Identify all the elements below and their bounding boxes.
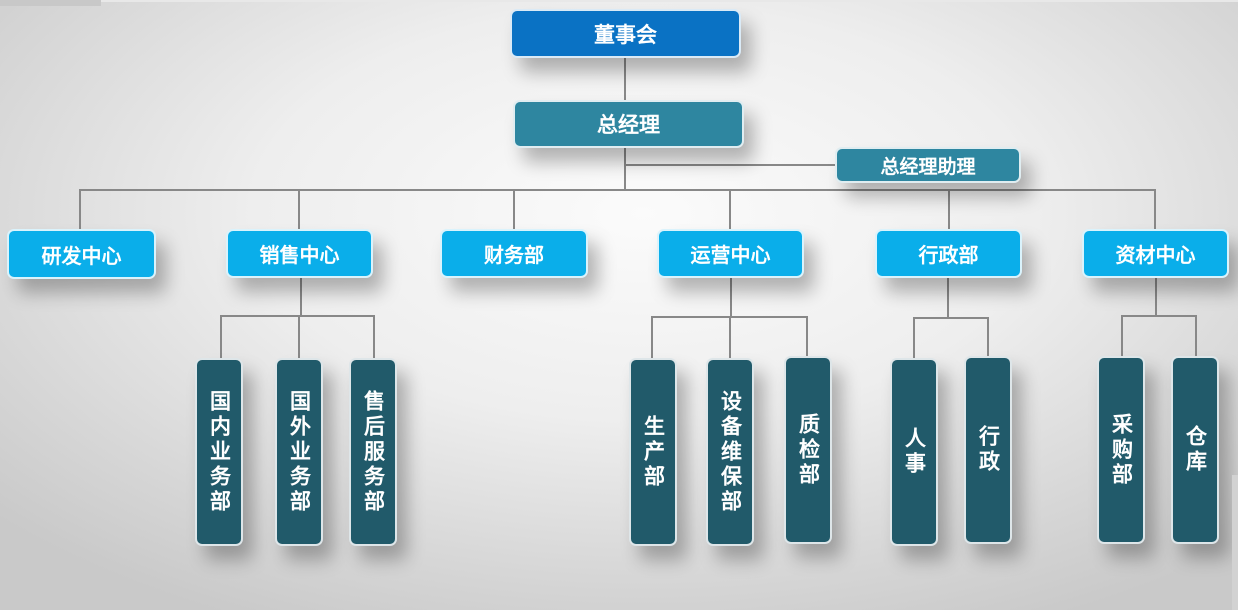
connector-admin-down [947,277,949,318]
connector-ops-0 [651,316,653,360]
connector-board-gm [624,57,626,101]
node-sub-admin: 行政 [964,356,1012,544]
connector-sales-bus [220,315,375,317]
connector-sales-0 [220,315,222,360]
node-sub-equipment-maintenance: 设备维保部 [706,358,754,546]
connector-materials-0 [1121,315,1123,358]
connector-materials-down [1155,277,1157,317]
node-sub-overseas-business: 国外业务部 [275,358,323,546]
connector-ops-2 [806,316,808,358]
node-sub-production: 生产部 [629,358,677,546]
node-sub-quality-inspection: 质检部 [784,356,832,544]
node-general-manager: 总经理 [513,100,744,148]
connector-dept-0 [79,189,81,231]
node-dept-finance: 财务部 [440,229,588,278]
node-board: 董事会 [510,9,741,58]
connector-gm-trunk [624,147,626,191]
connector-department-bus [79,189,1156,191]
node-sub-warehouse: 仓库 [1171,356,1219,544]
connector-dept-4 [948,189,950,231]
connector-dept-2 [513,189,515,231]
connector-sales-down [300,277,302,317]
node-dept-operations: 运营中心 [657,229,804,278]
connector-admin-1 [987,317,989,358]
connector-admin-bus [913,317,989,319]
connector-dept-1 [298,189,300,231]
node-dept-rnd: 研发中心 [7,229,156,279]
connector-ops-down [730,277,732,317]
edge-artifact [1232,475,1238,610]
node-dept-sales: 销售中心 [226,229,373,278]
node-dept-materials: 资材中心 [1082,229,1229,278]
node-sub-hr: 人事 [890,358,938,546]
connector-materials-1 [1195,315,1197,358]
node-gm-assistant: 总经理助理 [835,147,1021,183]
node-dept-administration: 行政部 [875,229,1022,278]
connector-dept-5 [1154,189,1156,231]
connector-sales-2 [373,315,375,360]
node-sub-purchasing: 采购部 [1097,356,1145,544]
connector-dept-3 [729,189,731,231]
top-strip-decoration [0,0,101,6]
connector-admin-0 [913,317,915,360]
connector-sales-1 [298,315,300,360]
node-sub-after-sales: 售后服务部 [349,358,397,546]
node-sub-domestic-business: 国内业务部 [195,358,243,546]
connector-materials-bus [1121,315,1197,317]
top-border-decoration [101,0,1238,2]
connector-ops-1 [729,316,731,360]
connector-gm-assistant [624,164,836,166]
